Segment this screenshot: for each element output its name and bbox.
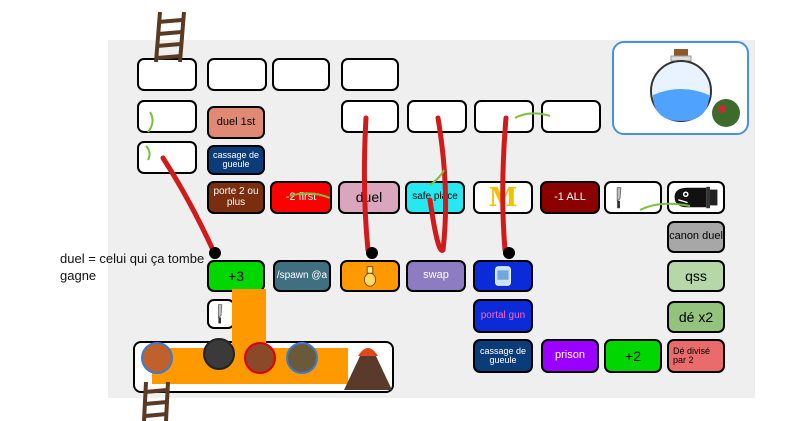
tile-plus2: +2 (604, 339, 662, 373)
tile-knife (604, 181, 662, 214)
tile-portal-bottle (473, 260, 533, 292)
tile-swap: swap (406, 260, 466, 292)
tile-blank (272, 58, 330, 91)
player-avatar (203, 338, 235, 370)
tile-de-divise-par-2: Dé divisé par 2 (667, 339, 725, 373)
bullet-bill-icon (674, 186, 718, 209)
tile-blank (137, 100, 197, 133)
tile-blank (207, 58, 267, 91)
tile-orange-bottle (340, 260, 400, 292)
tile-duel: duel (338, 181, 400, 214)
tile-safe-place: safe place (405, 181, 465, 214)
tile-blank (474, 100, 534, 133)
tile-cassage-de-gueule-top: cassage de gueule (207, 145, 265, 175)
tile-blank (137, 58, 197, 91)
rules-text: duel = celui qui ça tombe gagne (60, 251, 205, 283)
tile-plus3: +3 (207, 260, 265, 292)
tile-knife-small (207, 299, 235, 329)
tile-de-x2: dé x2 (667, 301, 725, 333)
tile-portal-gun: portal gun (473, 299, 533, 333)
tile-prison: prison (541, 339, 599, 373)
tile-blank (137, 141, 197, 174)
tile-canon-duel: canon duel (667, 221, 725, 253)
player-avatar (244, 342, 276, 374)
bottle-icon (363, 266, 377, 287)
mcdonalds-logo-icon: M (488, 182, 518, 213)
tile-blank (341, 58, 399, 91)
knife-icon (616, 187, 622, 209)
potion-panel (612, 41, 749, 135)
tile-blank (407, 100, 467, 133)
tile-bullet-bill (667, 181, 725, 214)
player-avatar (286, 342, 318, 374)
tile-porte-2: porte 2 ou plus (207, 181, 265, 214)
tile-blank (541, 100, 601, 133)
tile-spawn: /spawn @a (273, 260, 331, 292)
tile-mcdonalds: M (473, 181, 533, 214)
tile-cassage-de-gueule-bottom: cassage de gueule (473, 339, 533, 373)
tile-blank (341, 100, 399, 133)
knife-icon (218, 304, 223, 324)
portal-icon (495, 266, 511, 286)
potion-icon (650, 49, 740, 127)
tile-duel-1st: duel 1st (207, 106, 265, 139)
tile-qss: qss (667, 260, 725, 292)
player-avatar (141, 342, 173, 374)
tile-minus1-all: -1 ALL (540, 181, 600, 214)
tile-minus2-first: -2 first (270, 181, 332, 214)
